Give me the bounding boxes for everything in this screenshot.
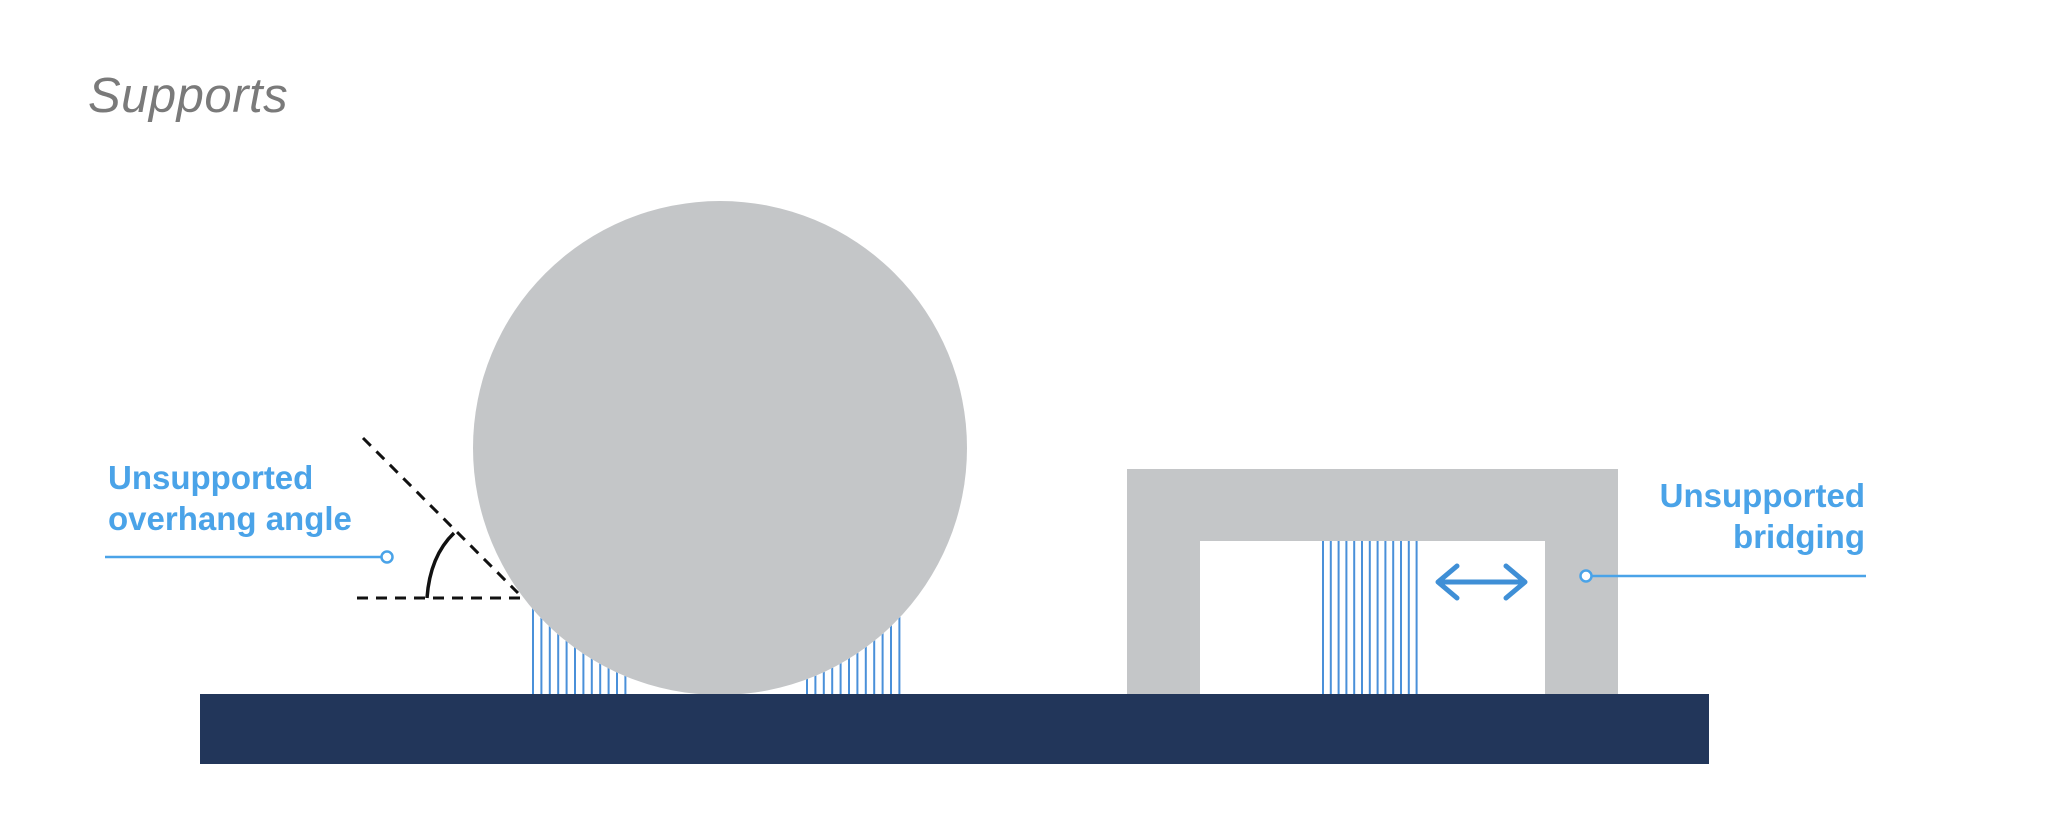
overhang-angle-arc — [425, 531, 456, 599]
overhang-label: Unsupported overhang angle — [108, 457, 352, 539]
overhang-angle-guides — [357, 436, 525, 600]
page-title: Supports — [88, 69, 289, 123]
build-plate — [200, 694, 1709, 764]
bridging-label: Unsupported bridging — [1660, 475, 1865, 557]
circle-marker-icon — [380, 550, 394, 564]
overhang-label-line-2: overhang angle — [108, 500, 352, 537]
bridging-label-line-2: bridging — [1733, 518, 1865, 555]
double-arrow-icon — [1435, 563, 1528, 601]
circle-marker-icon — [1579, 569, 1593, 583]
overhang-label-line-1: Unsupported — [108, 459, 314, 496]
support-pillars-bridge — [1322, 541, 1418, 694]
bridge-object — [1127, 469, 1618, 694]
bridging-label-line-1: Unsupported — [1659, 477, 1865, 514]
bridging-callout — [1579, 569, 1866, 583]
sphere-object — [473, 201, 967, 695]
bridge-top-span — [1127, 469, 1618, 541]
overhang-callout — [105, 550, 394, 564]
